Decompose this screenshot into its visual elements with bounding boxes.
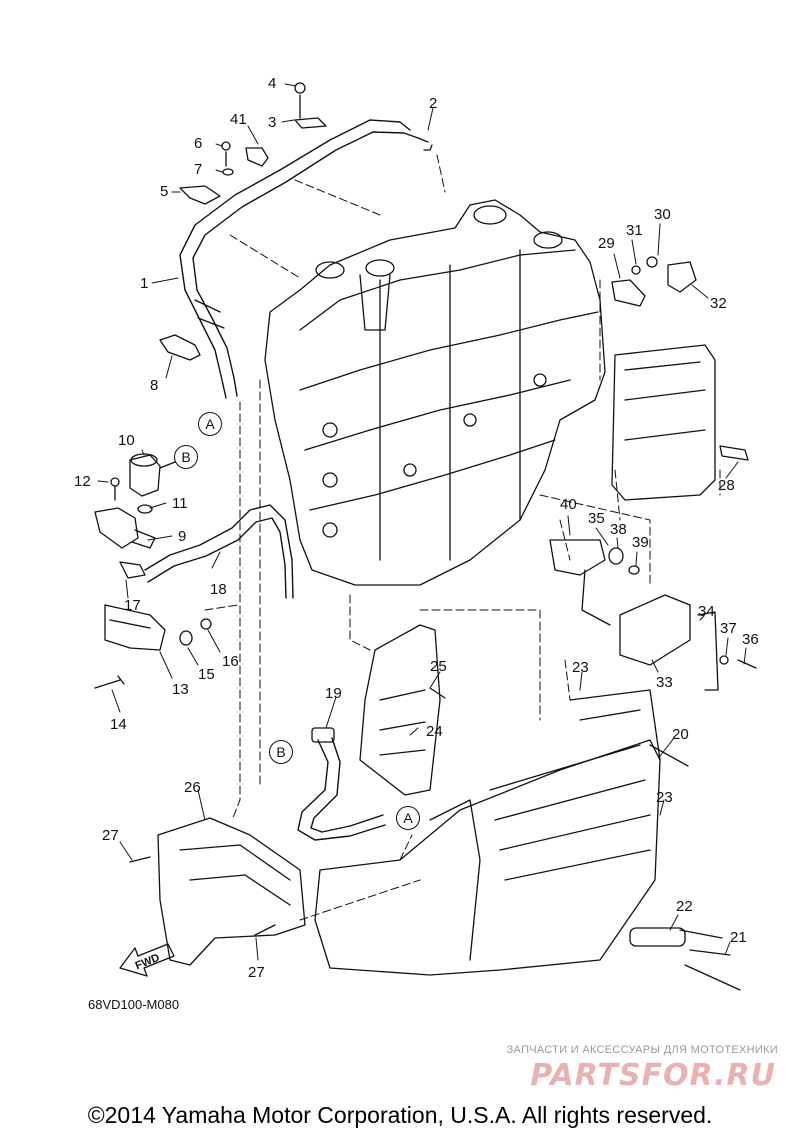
part-label-34: 34: [698, 603, 715, 620]
part-label-13: 13: [172, 681, 189, 698]
callout-b-lower: B: [269, 740, 293, 764]
part-label-8: 8: [150, 377, 159, 394]
cover-28: [611, 344, 716, 501]
part-label-41: 41: [230, 111, 247, 128]
part-label-4: 4: [268, 75, 277, 92]
part-label-27: 27: [102, 827, 119, 844]
part-label-31: 31: [626, 222, 643, 239]
hose-18: [144, 504, 294, 599]
part-label-21: 21: [730, 929, 747, 946]
part-label-32: 32: [710, 295, 727, 312]
part-label-15: 15: [198, 666, 215, 683]
part-label-1: 1: [140, 275, 149, 292]
part-label-11: 11: [172, 495, 188, 512]
part-label-20: 20: [672, 726, 689, 743]
part-label-36: 36: [742, 631, 759, 648]
part-label-2: 2: [429, 95, 438, 112]
part-label-27-b: 27: [248, 964, 265, 981]
part-label-28: 28: [718, 477, 735, 494]
part-label-12: 12: [74, 473, 91, 490]
hose-1: [179, 119, 411, 399]
part-label-6: 6: [194, 135, 203, 152]
part-label-23-b: 23: [656, 789, 673, 806]
filter-33: [619, 594, 691, 666]
part-label-39: 39: [632, 534, 649, 551]
part-label-7: 7: [194, 161, 203, 178]
part-label-35: 35: [588, 510, 605, 527]
part-label-9: 9: [178, 528, 187, 545]
plate-26: [157, 817, 306, 966]
callout-b-upper: B: [174, 445, 198, 469]
part-label-24: 24: [426, 723, 443, 740]
part-label-30: 30: [654, 206, 671, 223]
part-label-5: 5: [160, 183, 169, 200]
part-label-26: 26: [184, 779, 201, 796]
bracket-24: [359, 624, 441, 796]
part-label-14: 14: [110, 716, 127, 733]
exhaust-assembly: [314, 739, 661, 976]
part-label-29: 29: [598, 235, 615, 252]
part-label-18: 18: [210, 581, 227, 598]
part-label-19: 19: [325, 685, 342, 702]
watermark-text: ЗАПЧАСТИ И АКСЕССУАРЫ ДЛЯ МОТОТЕХНИКИ: [506, 1044, 778, 1056]
part-label-38: 38: [610, 521, 627, 538]
part-label-17: 17: [124, 597, 141, 614]
copyright-notice: ©2014 Yamaha Motor Corporation, U.S.A. A…: [87, 1102, 713, 1128]
part-label-33: 33: [656, 674, 673, 691]
part-label-25: 25: [430, 658, 447, 675]
part-label-40: 40: [560, 496, 577, 513]
part-label-37: 37: [720, 620, 737, 637]
part-label-10: 10: [118, 432, 135, 449]
part-label-3: 3: [268, 114, 277, 131]
engine-block: [264, 199, 606, 586]
callout-a-lower: A: [396, 806, 420, 830]
part-label-23: 23: [572, 659, 589, 676]
diagram-code: 68VD100-M080: [88, 997, 180, 1012]
fwd-arrow: [119, 943, 175, 977]
hose-19: [297, 739, 386, 841]
watermark-logo: PARTSFOR.RU: [530, 1058, 776, 1093]
part-label-16: 16: [222, 653, 239, 670]
callout-a-upper: A: [198, 412, 222, 436]
part-label-22: 22: [676, 898, 693, 915]
